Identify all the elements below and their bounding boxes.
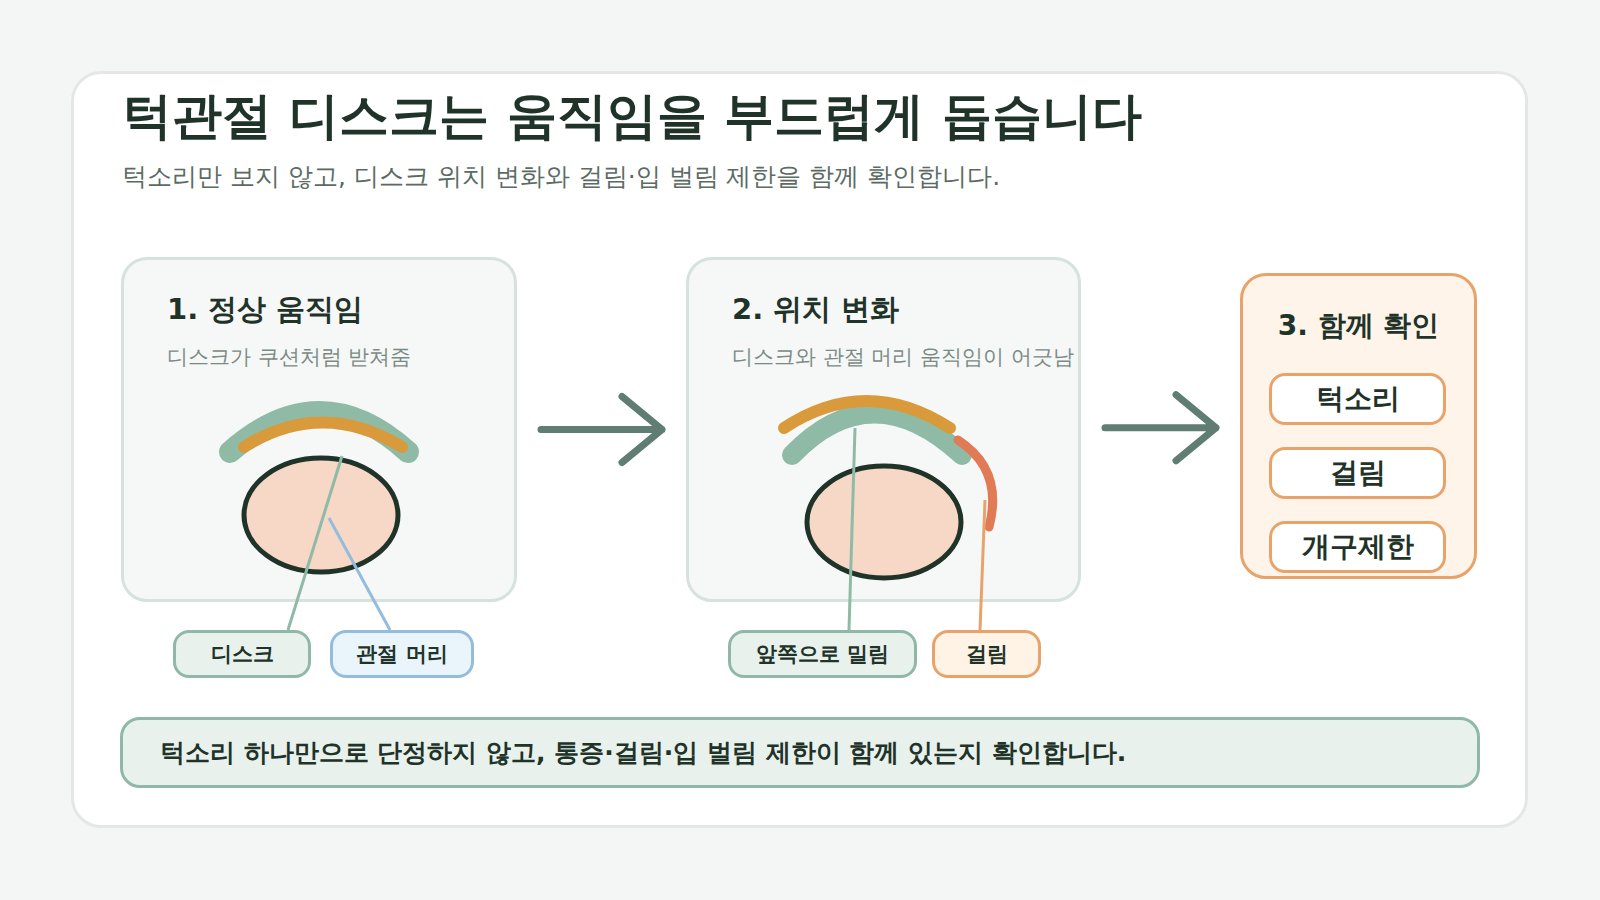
step-panel: 1. 정상 움직임디스크가 쿠션처럼 받쳐줌 xyxy=(121,257,517,602)
note-band: 턱소리 하나만으로 단정하지 않고, 통증·걸림·입 벌림 제한이 함께 있는지… xyxy=(120,717,1480,788)
flow-arrow xyxy=(541,397,662,463)
node-heading: 턱소리 하나만으로 단정하지 않고, 통증·걸림·입 벌림 제한이 함께 있는지… xyxy=(160,736,1126,769)
part-label: 디스크 xyxy=(173,630,311,678)
check-item: 걸림 xyxy=(1269,447,1446,499)
diagram-title: 턱관절 디스크는 움직임을 부드럽게 돕습니다 xyxy=(122,84,1142,148)
node-heading: 턱소리 xyxy=(1316,380,1400,418)
flow-arrow xyxy=(1105,395,1216,461)
node-heading: 앞쪽으로 밀림 xyxy=(756,640,889,668)
step-panel: 2. 위치 변화디스크와 관절 머리 움직임이 어긋남 xyxy=(686,257,1081,602)
check-panel: 3. 함께 확인턱소리걸림개구제한 xyxy=(1240,273,1477,579)
node-body: 디스크와 관절 머리 움직임이 어긋남 xyxy=(732,342,1078,372)
node-heading: 걸림 xyxy=(1330,454,1386,492)
diagram-caption: 턱소리만 보지 않고, 디스크 위치 변화와 걸림·입 벌림 제한을 함께 확인… xyxy=(122,160,1000,194)
part-label: 앞쪽으로 밀림 xyxy=(728,630,917,678)
node-heading: 디스크 xyxy=(211,640,274,668)
node-heading: 개구제한 xyxy=(1302,528,1414,566)
part-label: 걸림 xyxy=(932,630,1041,678)
check-item: 개구제한 xyxy=(1269,521,1446,573)
node-body: 디스크가 쿠션처럼 받쳐줌 xyxy=(167,342,514,372)
node-heading: 걸림 xyxy=(966,640,1008,668)
node-heading: 관절 머리 xyxy=(356,640,447,668)
check-item: 턱소리 xyxy=(1269,373,1446,425)
node-heading: 1. 정상 움직임 xyxy=(167,290,514,328)
part-label: 관절 머리 xyxy=(330,630,474,678)
node-heading: 3. 함께 확인 xyxy=(1243,307,1474,345)
node-heading: 2. 위치 변화 xyxy=(732,290,1078,328)
